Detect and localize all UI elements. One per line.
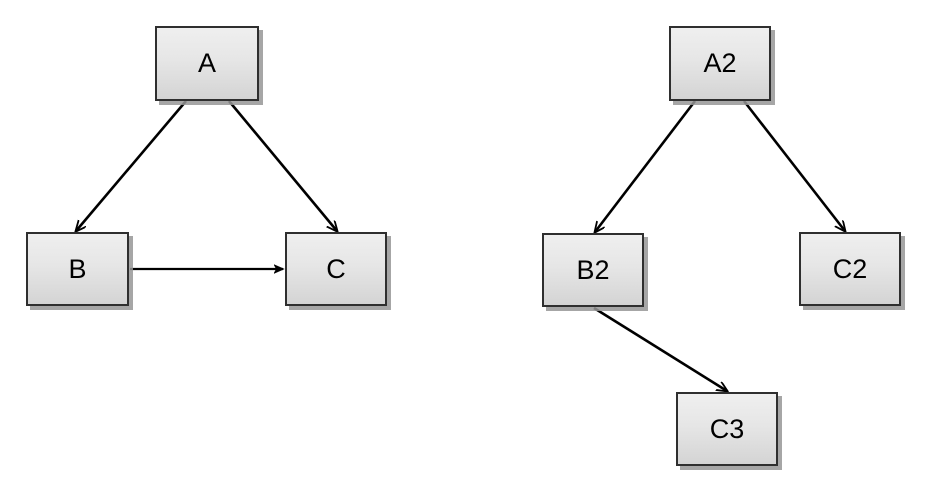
node-a[interactable]: A xyxy=(155,26,259,101)
edge-a2-to-b2[interactable] xyxy=(595,100,697,232)
node-label-c: C xyxy=(326,253,346,284)
edges-group xyxy=(76,100,845,391)
node-label-b2: B2 xyxy=(576,254,610,285)
node-c3[interactable]: C3 xyxy=(676,392,778,466)
node-b2[interactable]: B2 xyxy=(542,233,644,307)
node-label-b: B xyxy=(68,253,87,284)
node-c[interactable]: C xyxy=(285,232,387,306)
node-label-a: A xyxy=(197,48,216,78)
node-label-a2: A2 xyxy=(703,48,737,78)
edge-a2-to-c2[interactable] xyxy=(742,100,845,231)
edge-a-to-b[interactable] xyxy=(76,100,187,231)
edge-b2-to-c3[interactable] xyxy=(593,306,727,391)
node-label-c2: C2 xyxy=(832,253,868,284)
node-b[interactable]: B xyxy=(26,232,129,306)
edge-a-to-c[interactable] xyxy=(228,100,337,231)
node-label-c3: C3 xyxy=(709,413,745,444)
node-c2[interactable]: C2 xyxy=(799,232,901,306)
node-a2[interactable]: A2 xyxy=(669,26,771,101)
